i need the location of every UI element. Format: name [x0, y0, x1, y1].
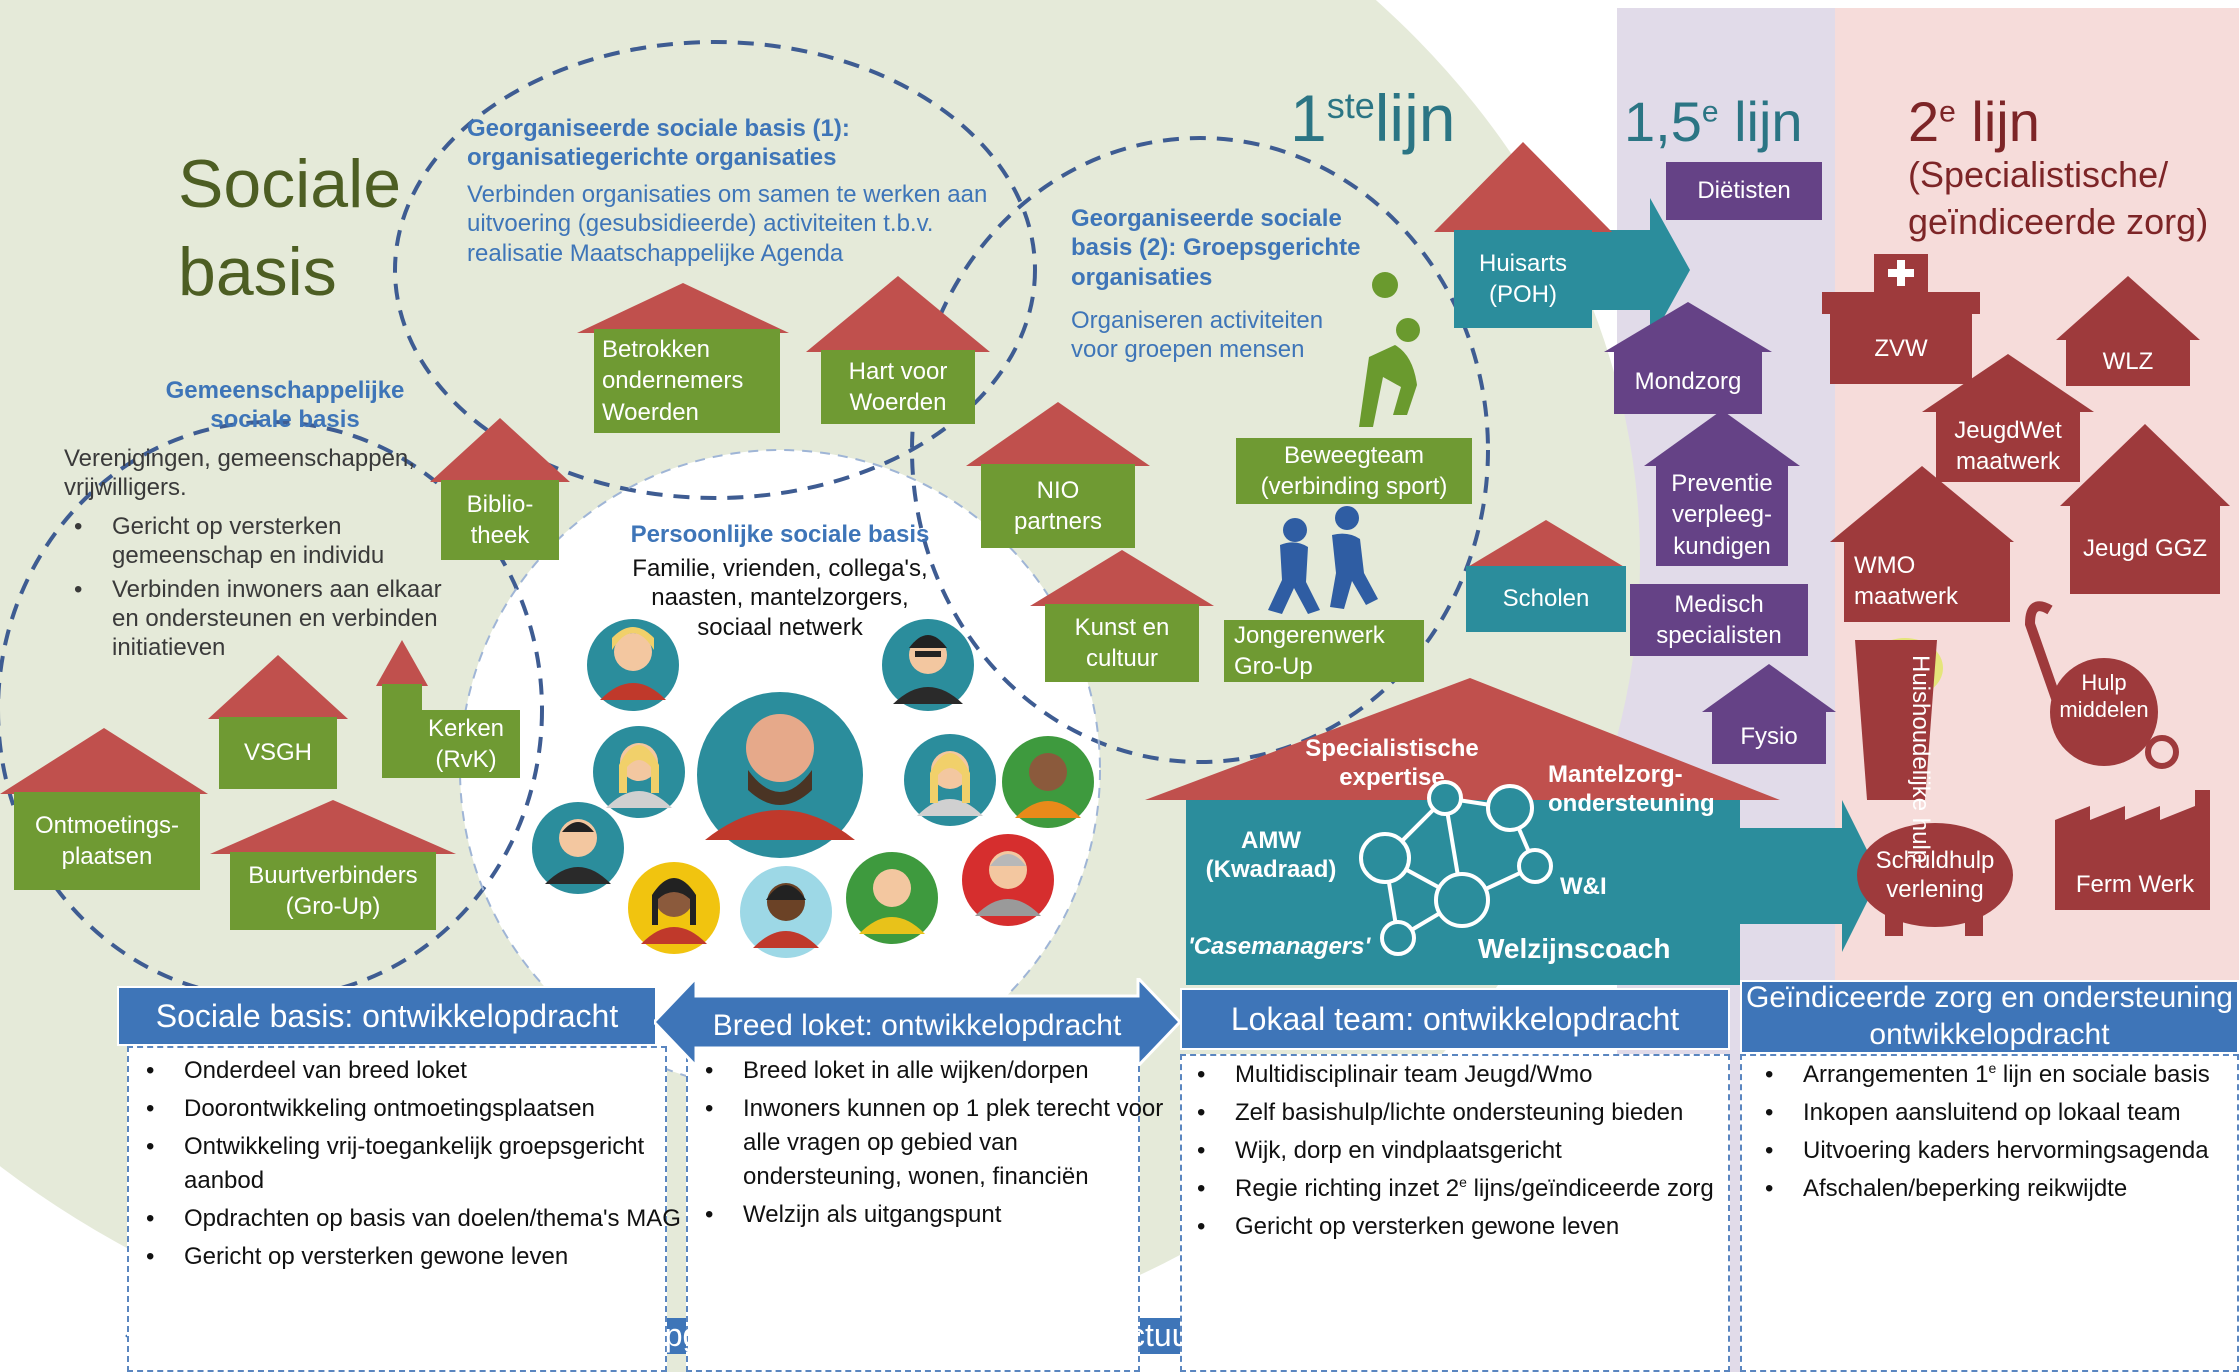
house-nio-partners: NIO partners	[966, 402, 1150, 548]
box-medisch-specialisten: Medisch specialisten	[1630, 584, 1808, 656]
label-mantelzorg: Mantelzorg- ondersteuning	[1548, 761, 1715, 818]
georganiseerd-2-heading: Georganiseerde sociale basis (2): Groeps…	[1071, 205, 1361, 291]
gemeenschap-bullet: Gericht op versterken gemeenschap en ind…	[74, 512, 532, 571]
house-hart-voor-woerden: Hart voor Woerden	[806, 276, 990, 426]
lokaal-team-roof	[1145, 678, 1780, 800]
box-dietisten: Diëtisten	[1666, 162, 1822, 220]
list-item: Inwoners kunnen op 1 plek terecht voor a…	[705, 1092, 1183, 1194]
list-geindiceerde-zorg: Arrangementen 1e lijn en sociale basis I…	[1755, 1058, 2239, 1210]
house-bibliotheek: Biblio- theek	[430, 418, 570, 560]
house-wlz: WLZ	[2056, 276, 2200, 386]
opgave-label: Opgave sterke ondersteuningsstructuur	[639, 1317, 1201, 1353]
house-zvw: ZVW	[1822, 254, 1980, 384]
house-jongerenwerk: Jongerenwerk Gro-Up	[1224, 620, 1424, 682]
house-wmo-maatwerk: WMO maatwerk	[1830, 466, 2014, 622]
georganiseerd-1-text: Verbinden organisaties om samen te werke…	[467, 181, 988, 267]
persoonlijk-circle-border	[459, 449, 1101, 1091]
network-icon	[1359, 780, 1553, 956]
persoonlijk-heading: Persoonlijke sociale basis	[630, 521, 930, 548]
house-kunst-en-cultuur: Kunst en cultuur	[1030, 550, 1214, 682]
banner-sociale-basis: Sociale basis: ontwikkelopdracht	[117, 986, 657, 1046]
arrow-huisarts	[1592, 198, 1690, 342]
arrow-lokaal-team	[1740, 800, 1880, 952]
house-preventie: Preventie verpleeg- kundigen	[1644, 410, 1800, 566]
georganiseerd-2-text: Organiseren activiteiten voor groepen me…	[1071, 307, 1324, 364]
label-schuldhulp: Schuldhulp verlening	[1875, 847, 1995, 904]
list-item: Ontwikkeling vrij-toegankelijk groepsger…	[146, 1130, 704, 1198]
house-ontmoetingsplaatsen: Ontmoetings- plaatsen	[0, 728, 208, 890]
banner-breed-loket: Breed loket: ontwikkelopdracht	[712, 1009, 1122, 1042]
persoonlijk-text: Familie, vrienden, collega's, naasten, m…	[632, 555, 928, 641]
house-mondzorg: Mondzorg	[1604, 302, 1772, 414]
sport-person-icon	[1359, 272, 1420, 427]
label-amw: AMW (Kwadraad)	[1205, 827, 1337, 884]
house-jeugdwet: JeugdWet maatwerk	[1922, 354, 2094, 482]
list-item: Zelf basishulp/lichte ondersteuning bied…	[1197, 1096, 1775, 1130]
list-item: Opdrachten op basis van doelen/thema's M…	[146, 1202, 704, 1236]
list-item: Afschalen/beperking reikwijdte	[1765, 1172, 2239, 1206]
georganiseerd-1-heading: Georganiseerde sociale basis (1): organi…	[467, 115, 850, 172]
label-huishoudelijke-hulp: Huishoudelijke hulp	[1907, 655, 1934, 864]
header-1-5-lijn: 1,5e lijn	[1624, 90, 1803, 153]
factory-icon	[2055, 790, 2210, 910]
label-specialistische-expertise: Specialistische expertise	[1305, 735, 1479, 792]
piggy-bank-icon	[1857, 823, 2013, 936]
list-item: Gericht op versterken gewone leven	[1197, 1210, 1775, 1244]
list-item: Breed loket in alle wijken/dorpen	[705, 1054, 1183, 1088]
list-item: Inkopen aansluitend op lokaal team	[1765, 1096, 2239, 1130]
house-scholen: Scholen	[1466, 520, 1626, 632]
cross-icon	[1888, 260, 1914, 286]
hulpmiddelen-wheelchair-icon	[2024, 601, 2179, 769]
list-item: Uitvoering kaders hervormingsagenda	[1765, 1134, 2239, 1168]
list-item: Doorontwikkeling ontmoetingsplaatsen	[146, 1092, 704, 1126]
list-sociale-basis: Onderdeel van breed loket Doorontwikkeli…	[136, 1054, 704, 1278]
gemeenschappelijk-intro: Verenigingen, gemeenschappen, vrijwillig…	[64, 445, 415, 502]
list-item: Wijk, dorp en vindplaatsgericht	[1197, 1134, 1775, 1168]
list-item: Multidisciplinair team Jeugd/Wmo	[1197, 1058, 1775, 1092]
header-1ste-lijn: 1stelijn	[1290, 81, 1456, 155]
label-welzijnscoach: Welzijnscoach	[1478, 933, 1671, 964]
georganiseerd-2-circle	[910, 136, 1490, 764]
gemeenschappelijk-heading: Gemeenschappelijke sociale basis	[165, 377, 405, 434]
avatars	[532, 619, 1094, 958]
list-lokaal-team: Multidisciplinair team Jeugd/Wmo Zelf ba…	[1187, 1058, 1775, 1248]
banner-lokaal-team: Lokaal team: ontwikkelopdracht	[1180, 988, 1730, 1050]
house-vsgh: VSGH	[208, 655, 348, 789]
list-breed-loket: Breed loket in alle wijken/dorpen Inwone…	[695, 1054, 1183, 1236]
huishoudelijke-hulp-bucket-icon	[1855, 638, 1943, 800]
house-betrokken-ondernemers: Betrokken ondernemers Woerden	[577, 283, 789, 433]
house-kerken: Kerken (RvK)	[376, 640, 526, 778]
label-hulpmiddelen: Hulp middelen	[2059, 670, 2149, 722]
gemeenschap-bullet: Verbinden inwoners aan elkaar en onderst…	[74, 575, 532, 663]
list-item: Welzijn als uitgangspunt	[705, 1198, 1183, 1232]
sociale-basis-title: Sociale basis	[178, 146, 402, 311]
label-wi: W&I	[1560, 873, 1607, 900]
house-jeugd-ggz: Jeugd GGZ	[2060, 424, 2230, 594]
list-item: Gericht op versterken gewone leven	[146, 1240, 704, 1274]
label-ferm-werk: Ferm Werk	[2075, 871, 2195, 898]
header-2e-lijn-sub: (Specialistische/ geïndiceerde zorg)	[1908, 154, 2209, 242]
list-item: Arrangementen 1e lijn en sociale basis	[1765, 1058, 2239, 1092]
list-item: Onderdeel van breed loket	[146, 1054, 704, 1088]
house-beweegteam: Beweegteam (verbinding sport)	[1236, 438, 1472, 504]
house-buurtverbinders: Buurtverbinders (Gro-Up)	[210, 800, 456, 930]
banner-geindiceerde-zorg: Geïndiceerde zorg en ondersteuning ontwi…	[1740, 980, 2239, 1054]
children-icon	[1268, 506, 1378, 614]
label-casemanagers: 'Casemanagers'	[1188, 933, 1371, 960]
georganiseerd-1-circle	[393, 40, 1037, 500]
gemeenschappelijk-list: Gericht op versterken gemeenschap en ind…	[64, 512, 532, 666]
house-fysio: Fysio	[1702, 664, 1836, 764]
header-2e-lijn: 2e lijn	[1908, 90, 2040, 153]
list-item: Regie richting inzet 2e lijns/geïndiceer…	[1197, 1172, 1775, 1206]
house-huisarts: Huisarts (POH)	[1434, 142, 1612, 328]
